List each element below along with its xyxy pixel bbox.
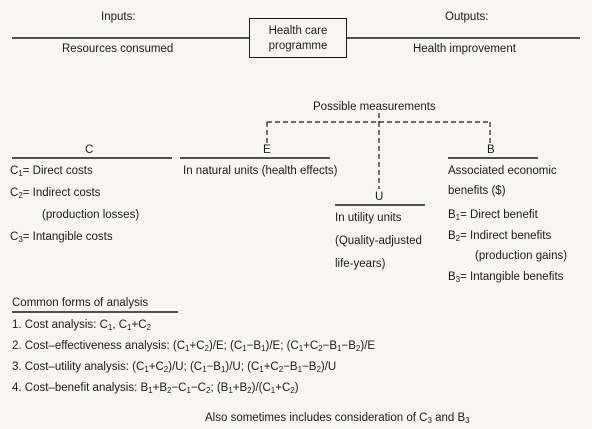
benefit-b1: B1= Direct benefit: [448, 209, 538, 222]
utility-line-2: (Quality-adjusted: [335, 235, 422, 247]
benefits-line-2: benefits ($): [448, 185, 506, 197]
cost-c3: C3= Intangible costs: [10, 231, 113, 244]
inputs-subtitle: Resources consumed: [62, 43, 174, 55]
programme-line-2: programme: [268, 40, 328, 52]
analysis-item-4: 4. Cost–benefit analysis: B1+B2−C1−C2; (…: [12, 382, 299, 395]
benefits-letter: B: [487, 144, 495, 156]
analysis-title: Common forms of analysis: [12, 297, 149, 309]
health-care-programme-box: Health care programme: [249, 18, 347, 58]
benefit-b2: B2= Indirect benefits: [448, 230, 552, 243]
analysis-item-2: 2. Cost–effectiveness analysis: (C1+C2)/…: [12, 340, 376, 353]
benefit-b2-cont: (production gains): [475, 250, 568, 262]
cost-c2-cont: (production losses): [42, 209, 140, 221]
benefit-b3: B3= Intangible benefits: [448, 271, 564, 284]
utility-letter: U: [375, 191, 384, 203]
outputs-label: Outputs:: [445, 11, 489, 23]
effects-letter: E: [263, 144, 271, 156]
cost-c1: C1= Direct costs: [10, 165, 93, 178]
measurement-connectors: [266, 113, 491, 189]
analysis-item-3: 3. Cost–utility analysis: (C1+C2)/U; (C1…: [12, 361, 337, 374]
analysis-item-1: 1. Cost analysis: C1, C1+C2: [12, 319, 151, 332]
outputs-subtitle: Health improvement: [413, 43, 516, 55]
inputs-label: Inputs:: [101, 11, 136, 23]
benefits-line-1: Associated economic: [448, 165, 557, 177]
utility-line-3: life-years): [335, 258, 386, 270]
cost-c2: C2= Indirect costs: [10, 187, 101, 200]
measurements-title: Possible measurements: [313, 101, 436, 113]
programme-line-1: Health care: [268, 25, 328, 37]
footer-note: Also sometimes includes consideration of…: [205, 412, 470, 425]
utility-line-1: In utility units: [335, 212, 402, 224]
costs-letter: C: [85, 144, 94, 156]
effects-label: In natural units (health effects): [183, 165, 338, 177]
